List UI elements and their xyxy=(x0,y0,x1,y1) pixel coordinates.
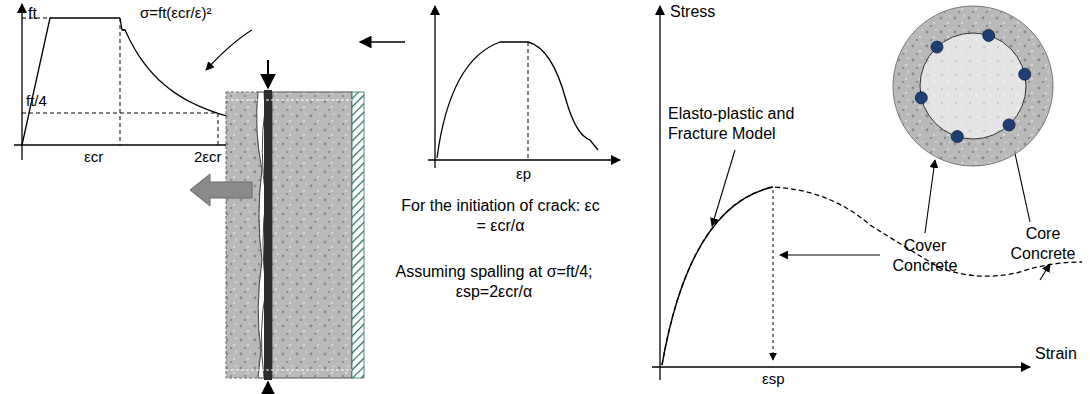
rebar-dot xyxy=(983,29,995,41)
formula-label: σ=ft(εcr/ε)² xyxy=(140,4,211,23)
tension-graph xyxy=(14,4,252,160)
note-text: Assuming spalling at σ=ft/4; εsp=2εcr/α xyxy=(374,262,614,302)
axis-tick-label: 2εcr xyxy=(194,148,222,167)
column-section xyxy=(893,6,1053,166)
part-label: Core Concrete xyxy=(1004,224,1082,264)
rebar-dot xyxy=(1019,68,1031,80)
note-text: For the initiation of crack: εc = εcr/α xyxy=(398,196,603,236)
rebar-dot xyxy=(915,92,927,104)
rebar-dot xyxy=(931,41,943,53)
curve-label: Elasto-plastic and Fracture Model xyxy=(668,104,818,144)
axis-label: ft xyxy=(28,4,37,24)
axis-title: Stress xyxy=(670,2,715,22)
rebar-dot xyxy=(1003,119,1015,131)
axis-title: Strain xyxy=(1035,344,1077,364)
level-label: ft/4 xyxy=(26,92,47,111)
rebar-dot xyxy=(951,131,963,143)
axis-tick-label: εsp xyxy=(762,370,785,389)
axis-tick-label: εcr xyxy=(84,148,103,167)
compression-graph xyxy=(428,6,620,168)
concrete-specimen xyxy=(190,42,405,392)
axis-tick-label: εp xyxy=(516,165,531,184)
stress-strain-graph xyxy=(652,6,1082,380)
part-label: Cover Concrete xyxy=(870,236,980,276)
